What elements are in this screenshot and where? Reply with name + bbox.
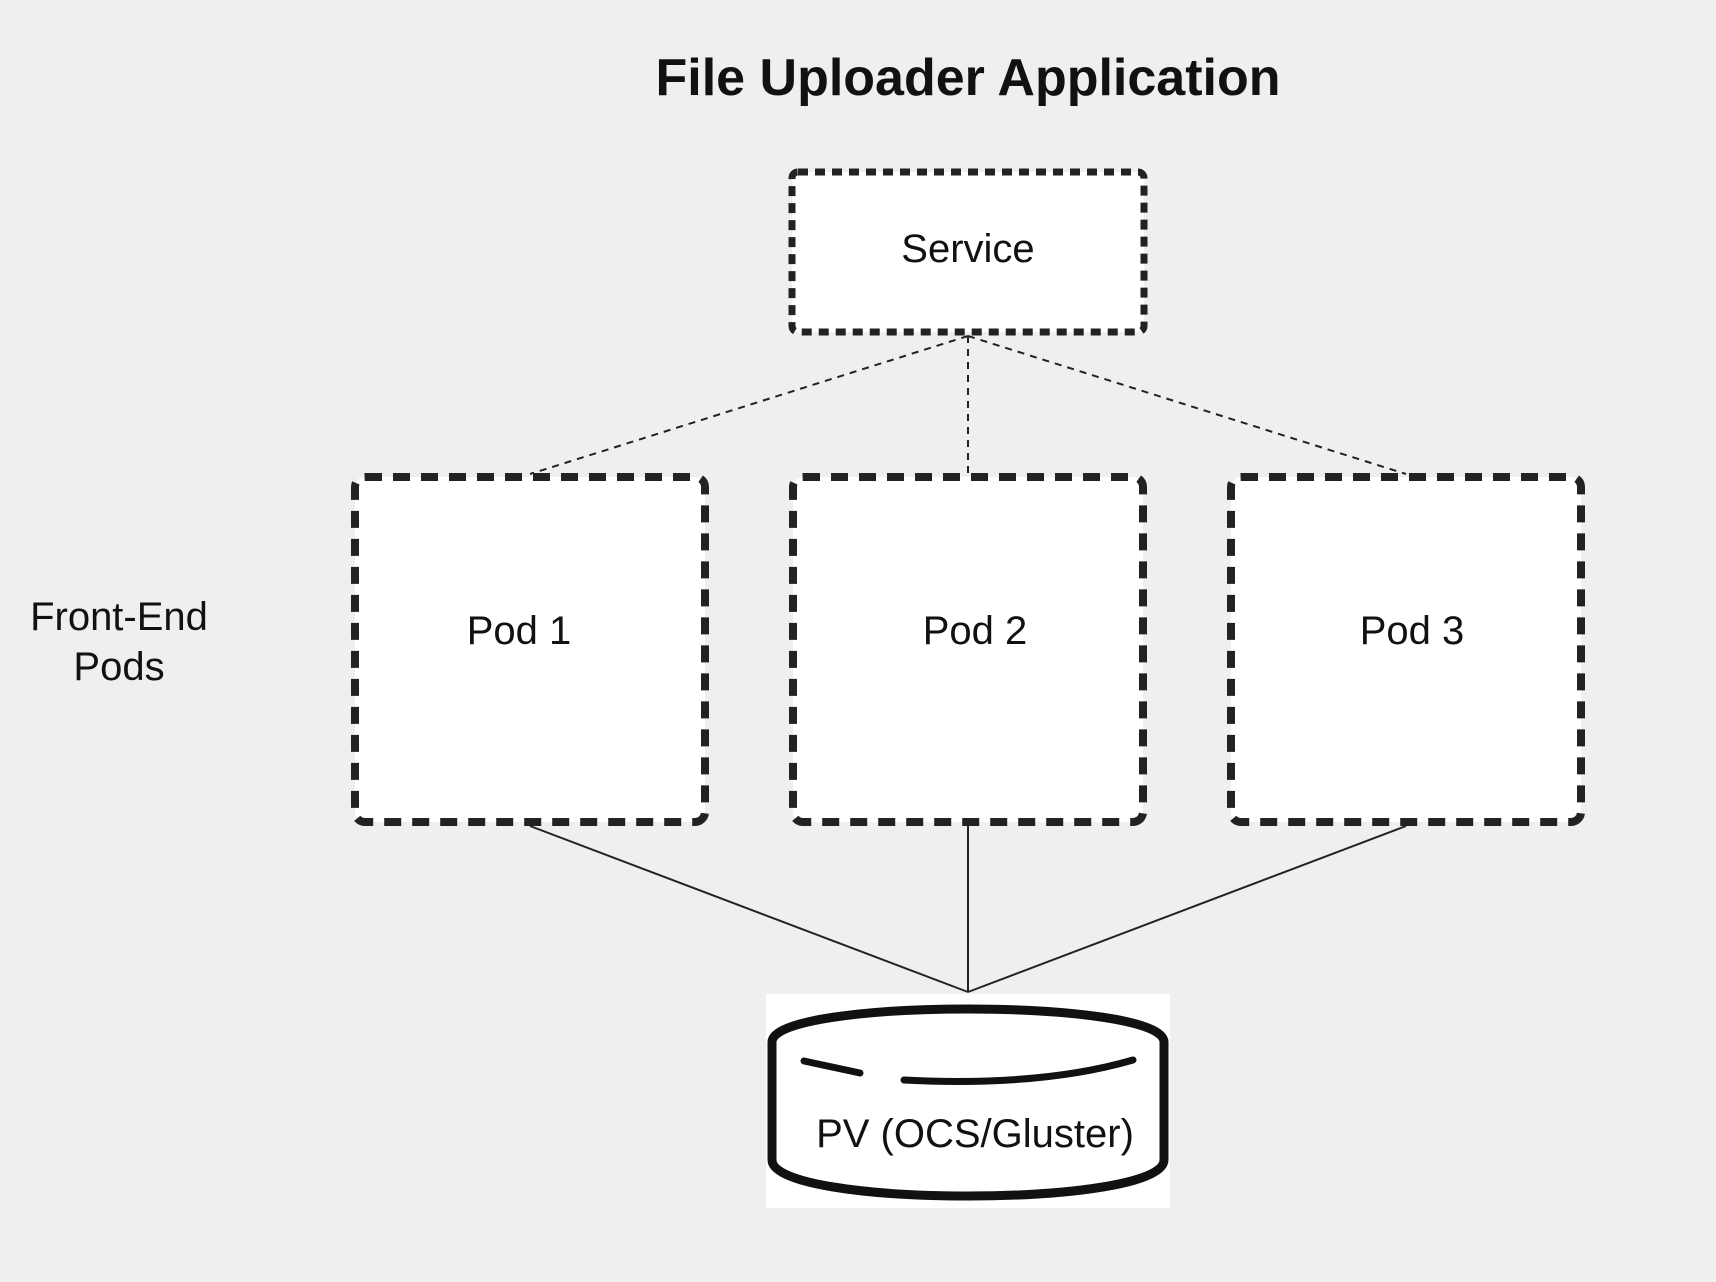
pv-storage-node[interactable]: PV (OCS/Gluster) <box>766 994 1170 1208</box>
service-pod-connectors <box>529 335 1407 475</box>
connector-pod-1-pv <box>529 825 969 993</box>
pod-label: Pod 2 <box>923 609 1028 653</box>
service-label: Service <box>901 227 1034 271</box>
pod-storage-connectors <box>529 825 1407 993</box>
pod-label: Pod 1 <box>467 609 572 653</box>
connector-service-pod-3 <box>967 335 1407 475</box>
pv-label: PV (OCS/Gluster) <box>816 1112 1134 1156</box>
database-cylinder-icon <box>767 1004 1169 1201</box>
connector-service-pod-1 <box>529 335 969 475</box>
pod-node-1[interactable]: Pod 1 <box>351 473 709 826</box>
cylinder-rim-right <box>900 1056 1137 1085</box>
pod-label: Pod 3 <box>1360 609 1465 653</box>
diagram-title: File Uploader Application <box>655 49 1281 107</box>
connector-pod-3-pv <box>967 825 1407 993</box>
cylinder-rim-left <box>800 1057 864 1077</box>
front-end-pods-label: Front-End Pods <box>30 595 208 689</box>
service-node[interactable]: Service <box>788 168 1148 336</box>
pod-node-3[interactable]: Pod 3 <box>1227 473 1585 826</box>
pod-node-2[interactable]: Pod 2 <box>789 473 1147 826</box>
